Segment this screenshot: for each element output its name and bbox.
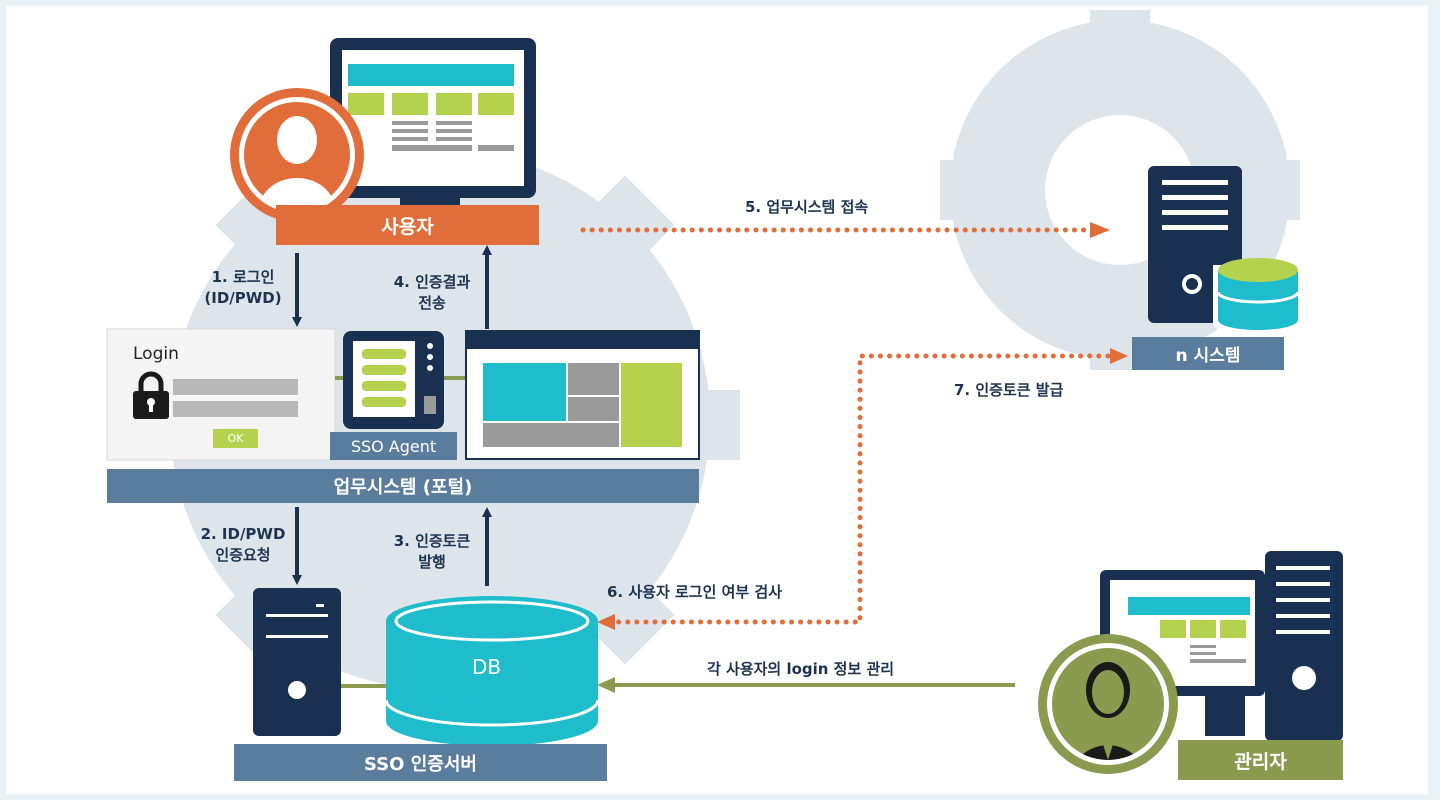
step3-line1: 3. 인증토큰 bbox=[393, 532, 471, 550]
admin-avatar bbox=[1038, 634, 1178, 774]
step4-line2: 전송 bbox=[418, 294, 446, 312]
arrow-system-access bbox=[580, 222, 1110, 238]
admin-bar: 관리자 bbox=[1178, 740, 1343, 780]
arrow-token-check bbox=[597, 348, 1128, 630]
step2-line1: 2. ID/PWD bbox=[200, 525, 286, 543]
sso-agent-icon bbox=[343, 331, 444, 429]
step4-line1: 4. 인증결과 bbox=[393, 273, 471, 291]
step1-line1: 1. 로그인 bbox=[211, 268, 275, 286]
admin-flow-label: 각 사용자의 login 정보 관리 bbox=[707, 660, 895, 678]
step3-label: 3. 인증토큰 발행 bbox=[380, 531, 484, 573]
step2-line2: 인증요청 bbox=[215, 546, 271, 564]
sso-agent-label: SSO Agent bbox=[350, 436, 437, 456]
db-label: DB bbox=[472, 655, 502, 679]
step4-label: 4. 인증결과 전송 bbox=[380, 272, 484, 314]
database-icon bbox=[384, 596, 600, 746]
portal-bar: 업무시스템 (포털) bbox=[107, 469, 699, 503]
step1-label: 1. 로그인 (ID/PWD) bbox=[193, 267, 293, 309]
sso-server-label: SSO 인증서버 bbox=[364, 753, 477, 775]
sso-agent-label-box: SSO Agent bbox=[330, 432, 457, 460]
step5-label: 5. 업무시스템 접속 bbox=[745, 198, 869, 216]
step2-label: 2. ID/PWD 인증요청 bbox=[193, 524, 293, 566]
connector-line bbox=[341, 684, 386, 688]
user-monitor-icon bbox=[330, 38, 536, 208]
portal-window-icon bbox=[465, 330, 700, 460]
arrow-admin-manage bbox=[597, 677, 1015, 693]
sso-server-icon bbox=[253, 588, 341, 736]
database-icon bbox=[1213, 258, 1303, 336]
connector-line bbox=[437, 376, 465, 380]
login-title: Login bbox=[133, 344, 179, 364]
step7-label: 7. 인증토큰 발급 bbox=[954, 381, 1064, 399]
step1-line2: (ID/PWD) bbox=[204, 289, 282, 307]
user-label-bar: 사용자 bbox=[276, 205, 539, 245]
ok-button-label: OK bbox=[227, 432, 244, 445]
n-system-bar: n 시스템 bbox=[1132, 337, 1284, 370]
user-label: 사용자 bbox=[381, 215, 434, 238]
n-system-label: n 시스템 bbox=[1175, 346, 1241, 366]
admin-label: 관리자 bbox=[1234, 750, 1287, 773]
step6-label: 6. 사용자 로그인 여부 검사 bbox=[607, 583, 783, 601]
ok-button[interactable]: OK bbox=[213, 429, 258, 448]
step3-line2: 발행 bbox=[418, 553, 446, 571]
admin-workstation-icon bbox=[1100, 551, 1343, 741]
connector-line bbox=[335, 376, 347, 380]
lock-icon bbox=[133, 371, 169, 419]
user-avatar bbox=[230, 88, 364, 222]
portal-label: 업무시스템 (포털) bbox=[333, 477, 473, 498]
sso-server-bar: SSO 인증서버 bbox=[234, 744, 607, 781]
